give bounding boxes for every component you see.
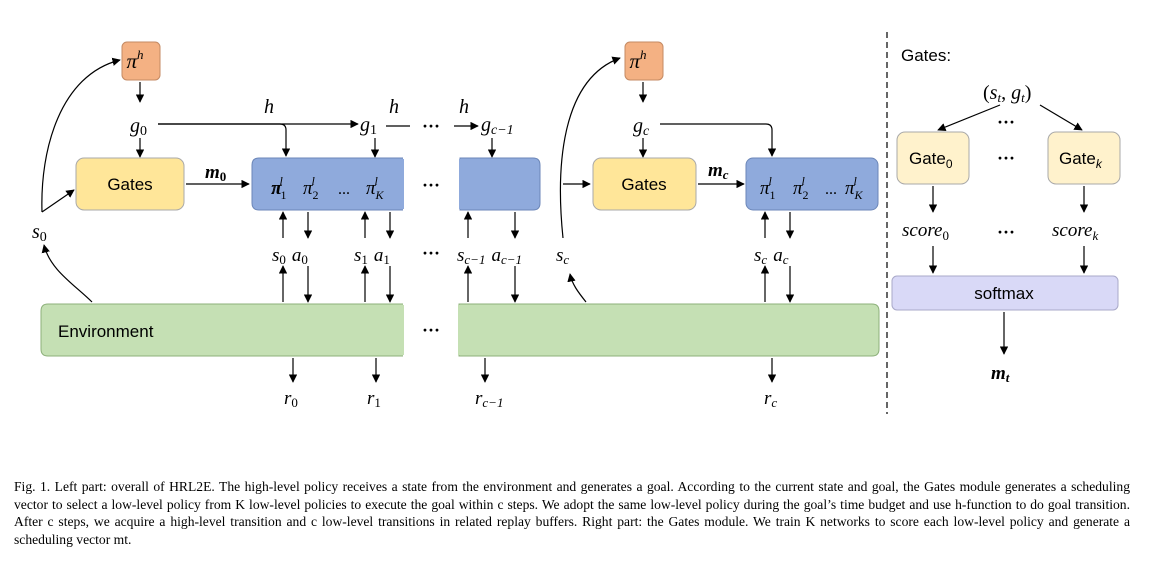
state-sc-side: sc <box>556 245 569 267</box>
gates-output-mt: mt <box>991 363 1010 385</box>
low-policy-1-left: π1l <box>271 174 287 202</box>
gates-panel-top-ellipsis: ··· <box>997 112 1015 132</box>
low-policy-1-right: π1l <box>760 174 776 202</box>
low-policy-ellipsis-left: ... <box>338 181 350 198</box>
gate-0-box <box>896 131 970 185</box>
gates-panel-input: (st, gt) <box>983 82 1031 105</box>
low-policy-k-left: πKl <box>366 174 385 202</box>
reward-r0: r0 <box>284 388 298 410</box>
mask-m0: m0 <box>205 162 226 184</box>
reward-r1: r1 <box>367 388 381 410</box>
gates-box-left <box>75 157 185 211</box>
high-policy-label-right: πh <box>629 47 646 73</box>
gate-0-label: Gate0 <box>909 149 953 171</box>
gates-label-left: Gates <box>107 175 152 194</box>
goal-g0: g0 <box>130 115 147 139</box>
high-policy-label-left: πh <box>126 47 143 73</box>
goal-gc: gc <box>633 115 650 139</box>
sa-ellipsis: ··· <box>422 243 440 263</box>
h-label-2: h <box>389 96 399 118</box>
score-0: score0 <box>902 220 949 243</box>
goal-ellipsis: ··· <box>422 116 440 136</box>
gates-box-right <box>592 157 697 211</box>
gates-panel-title: Gates: <box>901 46 951 65</box>
low-policy-2-right: π2l <box>793 174 809 202</box>
low-policies-left: π <box>272 178 282 199</box>
low-policy-ellipsis-right: ... <box>825 181 837 198</box>
h-label-3: h <box>459 96 469 118</box>
low-policy-2-left: π2l <box>303 174 319 202</box>
low-policy-box-left <box>251 157 403 211</box>
low-policy-box-right <box>745 157 879 211</box>
hrl2e-diagram: πh g0 Gates m0 h g1 h ··· h gc−1 π π1l π… <box>32 32 1121 414</box>
goal-g1: g1 <box>360 114 377 138</box>
reward-rc1: rc−1 <box>475 388 503 410</box>
figure-caption: Fig. 1. Left part: overall of HRL2E. The… <box>14 479 1130 547</box>
gate-k-box <box>1047 131 1121 185</box>
environment-box-left <box>40 303 403 357</box>
high-policy-box-left <box>121 41 161 81</box>
reward-rc: rc <box>764 388 777 410</box>
score-k: scorek <box>1052 220 1098 243</box>
gates-label-right: Gates <box>621 175 666 194</box>
h-label-1: h <box>264 96 274 118</box>
mask-mc: mc <box>708 160 729 182</box>
low-policy-box-mid <box>459 157 541 211</box>
goal-gc1: gc−1 <box>481 114 514 138</box>
mid-ellipsis-1: ··· <box>422 175 440 195</box>
low-policy-k-right: πKl <box>845 174 864 202</box>
env-ellipsis: ··· <box>422 320 440 340</box>
state-s0-side: s0 <box>32 221 47 245</box>
gates-panel-mid-ellipsis: ··· <box>997 148 1015 168</box>
score-ellipsis: ··· <box>997 222 1015 242</box>
softmax-label: softmax <box>974 284 1034 303</box>
high-policy-box-right <box>624 41 664 81</box>
gate-k-label: Gatek <box>1059 149 1103 171</box>
softmax-box <box>891 275 1119 311</box>
environment-label: Environment <box>58 322 154 341</box>
environment-box-right <box>458 303 880 357</box>
